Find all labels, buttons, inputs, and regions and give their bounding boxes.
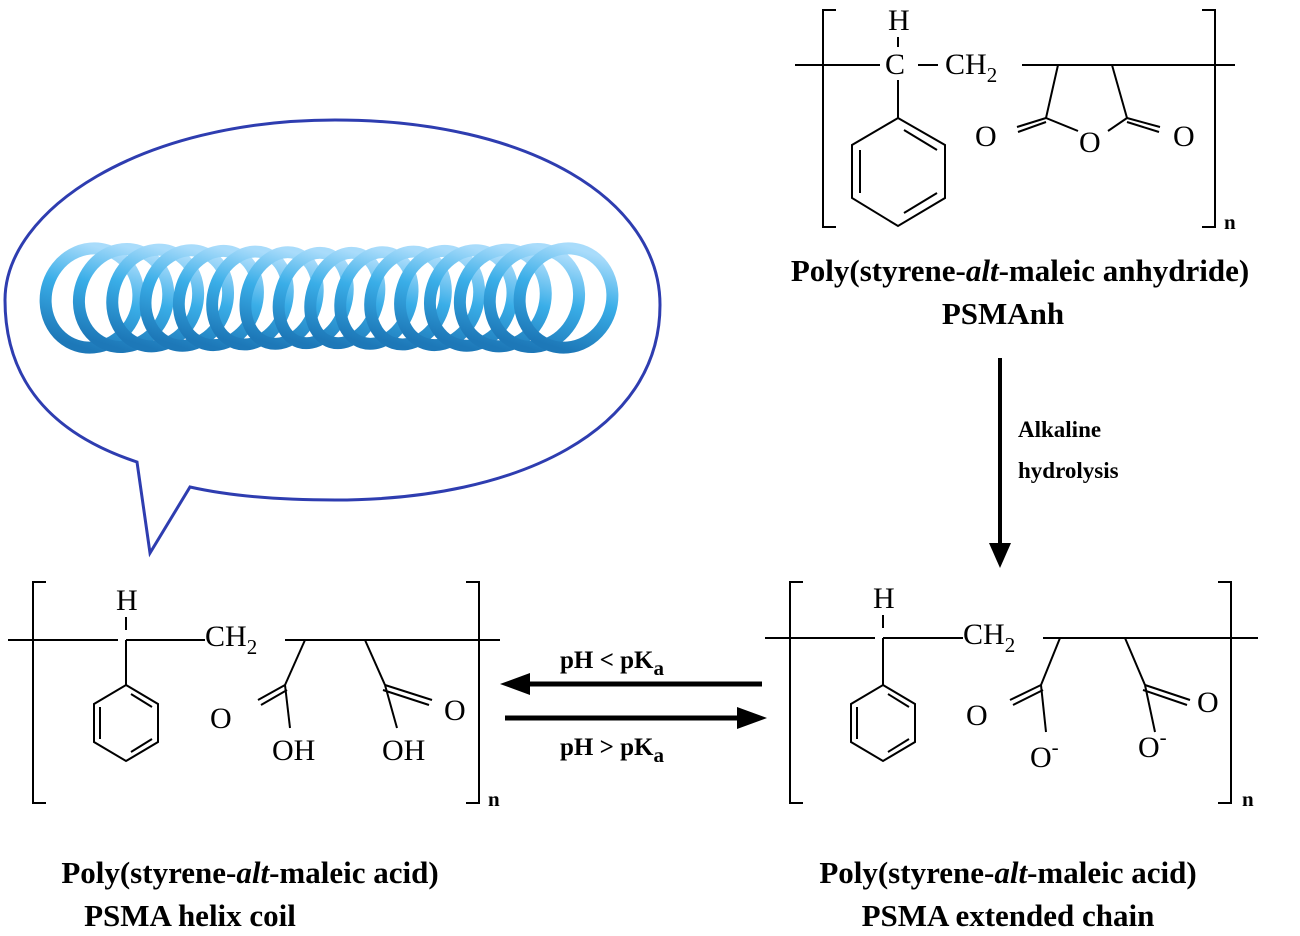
right-bracket (1218, 581, 1232, 804)
atom-o-minus-left: O- (1030, 735, 1059, 774)
atom-o-left: O (210, 702, 232, 735)
right-bracket (1202, 9, 1216, 228)
psmanh-abbr: PSMAnh (942, 296, 1064, 331)
hydrolysis-label-line1: Alkaline (1018, 417, 1101, 442)
psma-helix-name: Poly(styrene-alt-maleic acid) (61, 855, 438, 890)
helix-turn (513, 242, 619, 354)
eq-label-bottom: pH > pKa (560, 734, 664, 767)
atom-o-right: O (444, 694, 466, 727)
atom-o-right: O (1173, 120, 1195, 153)
atom-o-right: O (1197, 686, 1219, 719)
atom-h: H (888, 4, 910, 37)
hydrolysis-arrow: Alkaline hydrolysis (989, 358, 1119, 568)
repeat-n: n (1224, 210, 1236, 234)
psma-helix-structure: n H CH2 O O OH OH Poly(styrene-alt-malei… (8, 581, 500, 933)
atom-oh-right: OH (382, 734, 425, 767)
atom-o-minus-right: O- (1138, 725, 1167, 764)
atom-o-left: O (966, 699, 988, 732)
helix-bubble (3, 118, 662, 558)
psmanh-structure: n H C CH2 O O O Poly(styrene-alt-maleic … (791, 4, 1249, 331)
repeat-n: n (1242, 787, 1254, 811)
eq-label-top: pH < pKa (560, 647, 664, 680)
helix-turn (206, 245, 294, 351)
psma-extended-structure: n H CH2 O O O- O- Poly(styrene-alt-malei… (765, 581, 1258, 933)
atom-h: H (873, 582, 895, 615)
atom-ch2: CH2 (945, 48, 997, 87)
repeat-n: n (488, 787, 500, 811)
atom-oh-left: OH (272, 734, 315, 767)
psma-extended-abbr: PSMA extended chain (862, 898, 1155, 933)
helix-coil-image (39, 242, 619, 354)
psma-helix-abbr: PSMA helix coil (84, 898, 296, 933)
psma-extended-name: Poly(styrene-alt-maleic acid) (819, 855, 1196, 890)
psmanh-name: Poly(styrene-alt-maleic anhydride) (791, 253, 1249, 288)
left-bracket (822, 9, 836, 228)
atom-ch2: CH2 (205, 620, 257, 659)
left-bracket (789, 581, 803, 804)
hydrolysis-label-line2: hydrolysis (1018, 458, 1119, 483)
helix-turn (172, 244, 264, 352)
atom-o-ring: O (1079, 126, 1101, 159)
atom-h: H (116, 584, 138, 617)
atom-c: C (885, 48, 905, 81)
left-bracket (32, 581, 46, 804)
atom-o-left: O (975, 120, 997, 153)
right-bracket (466, 581, 480, 804)
equilibrium-arrows: pH < pKa pH > pKa (500, 647, 767, 767)
atom-ch2: CH2 (963, 618, 1015, 657)
